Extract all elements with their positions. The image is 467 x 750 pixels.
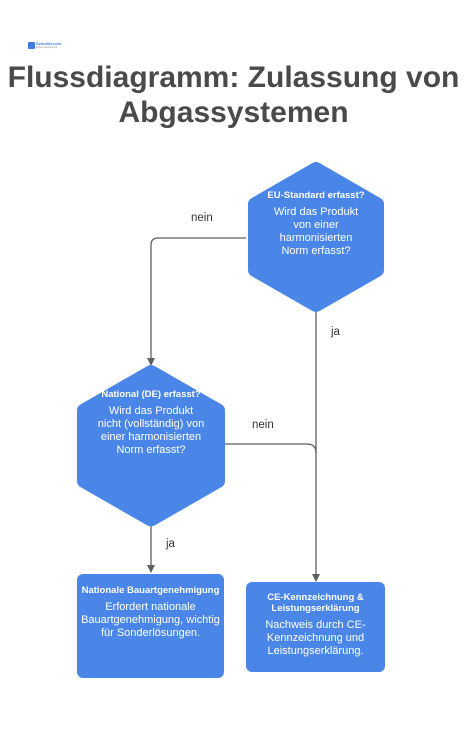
ce-kennzeichnung-node-title: CE-Kennzeichnung & Leistungserklärung (267, 592, 364, 614)
decision-node-national-de (77, 365, 225, 527)
edge-de-nein (225, 443, 317, 454)
national-de-node-description: Wird das Produkt nicht (vollständig) von… (97, 405, 205, 456)
logo-mark-icon (28, 42, 35, 49)
brand-logo: Schmidt.com Schornsteintechnik (28, 41, 62, 52)
nationale-bauartgenehmigung-node-description: Erfordert nationale Bauartgenehmigung, w… (81, 601, 220, 639)
process-node-ce-kennzeichnung (246, 582, 385, 672)
eu-standard-node-text: EU-Standard erfasst? Wird das Produkt vo… (266, 190, 366, 258)
national-de-node-text: National (DE) erfasst? Wird das Produkt … (97, 389, 205, 457)
nationale-bauartgenehmigung-node-title: Nationale Bauartgenehmigung (81, 585, 220, 596)
edge-eu-nein (147, 237, 246, 366)
edge-label-eu-nein: nein (191, 212, 213, 224)
edge-label-de-nein: nein (252, 419, 274, 431)
decision-node-eu-standard (248, 162, 384, 312)
process-node-nationale-bauartgenehmigung (77, 574, 224, 678)
logo-text: Schmidt.com (36, 41, 62, 46)
nationale-bauartgenehmigung-node-text: Nationale Bauartgenehmigung Erfordert na… (81, 585, 220, 640)
logo-tagline: Schornsteintechnik (36, 46, 58, 49)
ce-kennzeichnung-node-description: Nachweis durch CE-Kennzeichnung und Leis… (265, 619, 366, 657)
eu-standard-node-title: EU-Standard erfasst? (267, 190, 365, 201)
national-de-node-title: National (DE) erfasst? (101, 389, 201, 400)
eu-standard-node-description: Wird das Produkt von einer harmonisierte… (273, 206, 359, 257)
edge-label-de-ja: ja (166, 538, 175, 550)
edge-label-eu-ja: ja (331, 326, 340, 338)
ce-kennzeichnung-node-text: CE-Kennzeichnung & Leistungserklärung Na… (250, 592, 381, 658)
page-title: Flussdiagramm: Zulassung von Abgassystem… (7, 61, 460, 129)
